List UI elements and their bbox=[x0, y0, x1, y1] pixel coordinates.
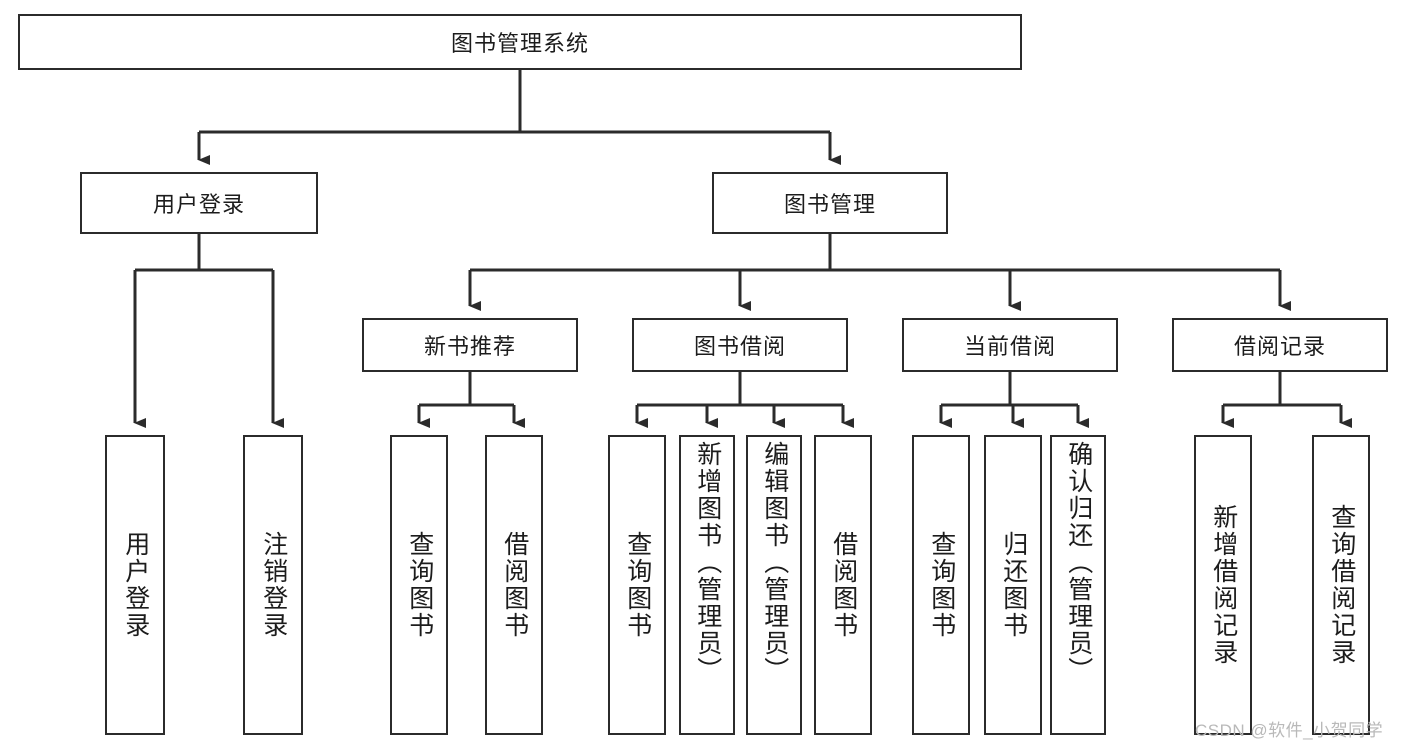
node-leaf-borrow-book-1-label: 借阅图书 bbox=[500, 531, 529, 639]
node-leaf-add-book-admin-label: 新增图书（管理员） bbox=[693, 441, 722, 684]
node-book-manage[interactable]: 图书管理 bbox=[712, 172, 948, 234]
node-borrow-record[interactable]: 借阅记录 bbox=[1172, 318, 1388, 372]
node-borrow-record-label: 借阅记录 bbox=[1233, 334, 1326, 359]
node-leaf-query-book-3-label: 查询图书 bbox=[927, 531, 956, 639]
node-leaf-query-book-2[interactable]: 查询图书 bbox=[608, 435, 666, 735]
node-new-book-recommend[interactable]: 新书推荐 bbox=[362, 318, 578, 372]
node-root-label: 图书管理系统 bbox=[450, 31, 589, 56]
node-book-borrow[interactable]: 图书借阅 bbox=[632, 318, 848, 372]
node-leaf-query-borrow-record-label: 查询借阅记录 bbox=[1327, 504, 1356, 666]
node-leaf-add-book-admin[interactable]: 新增图书（管理员） bbox=[679, 435, 735, 735]
node-leaf-query-book-1[interactable]: 查询图书 bbox=[390, 435, 448, 735]
node-user-login-label: 用户登录 bbox=[152, 192, 245, 217]
node-user-login[interactable]: 用户登录 bbox=[80, 172, 318, 234]
node-leaf-borrow-book-2-label: 借阅图书 bbox=[829, 531, 858, 639]
node-leaf-query-book-2-label: 查询图书 bbox=[623, 531, 652, 639]
node-new-book-recommend-label: 新书推荐 bbox=[423, 334, 516, 359]
node-leaf-return-book-label: 归还图书 bbox=[999, 531, 1028, 639]
node-leaf-borrow-book-1[interactable]: 借阅图书 bbox=[485, 435, 543, 735]
node-current-borrow-label: 当前借阅 bbox=[963, 334, 1056, 359]
node-leaf-edit-book-admin-label: 编辑图书（管理员） bbox=[760, 441, 789, 684]
node-leaf-query-book-3[interactable]: 查询图书 bbox=[912, 435, 970, 735]
node-leaf-edit-book-admin[interactable]: 编辑图书（管理员） bbox=[746, 435, 802, 735]
node-leaf-confirm-return-admin[interactable]: 确认归还（管理员） bbox=[1050, 435, 1106, 735]
node-leaf-query-book-1-label: 查询图书 bbox=[405, 531, 434, 639]
node-leaf-borrow-book-2[interactable]: 借阅图书 bbox=[814, 435, 872, 735]
node-leaf-logout[interactable]: 注销登录 bbox=[243, 435, 303, 735]
node-leaf-return-book[interactable]: 归还图书 bbox=[984, 435, 1042, 735]
node-leaf-add-borrow-record[interactable]: 新增借阅记录 bbox=[1194, 435, 1252, 735]
node-leaf-logout-label: 注销登录 bbox=[259, 531, 288, 639]
node-book-manage-label: 图书管理 bbox=[783, 192, 876, 217]
csdn-watermark: CSDN @软件_小贺同学 bbox=[1195, 721, 1384, 740]
node-leaf-user-login-label: 用户登录 bbox=[121, 531, 150, 639]
node-leaf-add-borrow-record-label: 新增借阅记录 bbox=[1209, 504, 1238, 666]
node-leaf-confirm-return-admin-label: 确认归还（管理员） bbox=[1064, 441, 1093, 684]
node-root[interactable]: 图书管理系统 bbox=[18, 14, 1022, 70]
node-leaf-user-login[interactable]: 用户登录 bbox=[105, 435, 165, 735]
node-current-borrow[interactable]: 当前借阅 bbox=[902, 318, 1118, 372]
node-book-borrow-label: 图书借阅 bbox=[693, 334, 786, 359]
node-leaf-query-borrow-record[interactable]: 查询借阅记录 bbox=[1312, 435, 1370, 735]
